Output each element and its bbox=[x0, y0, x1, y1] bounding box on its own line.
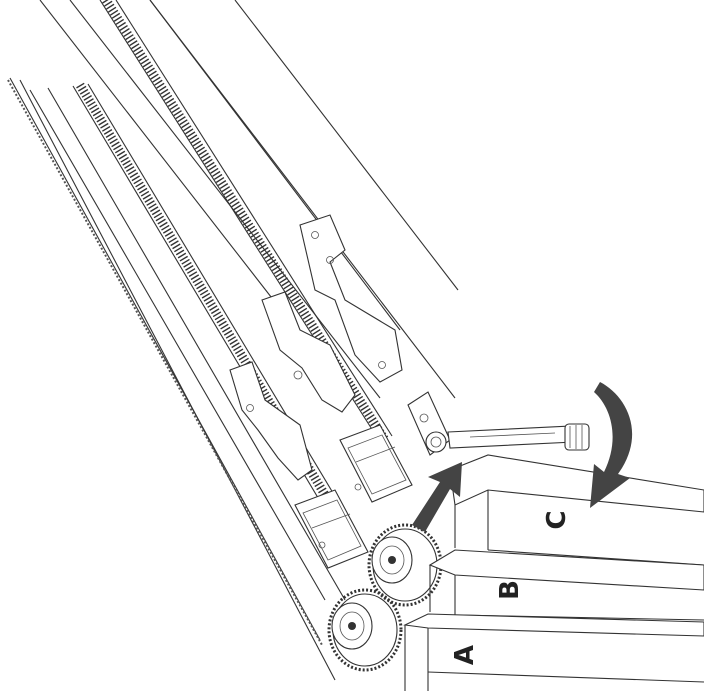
wrench-tool bbox=[447, 423, 590, 451]
block-c bbox=[449, 454, 704, 566]
end-clamp bbox=[407, 391, 451, 456]
label-c: C bbox=[542, 510, 572, 529]
carriage-lower bbox=[294, 489, 369, 569]
block-a bbox=[403, 613, 704, 691]
bracket-mid bbox=[261, 291, 356, 413]
block-b bbox=[428, 549, 704, 621]
label-b: B bbox=[495, 580, 525, 600]
rail-frame bbox=[9, 0, 459, 681]
carriage-upper bbox=[339, 424, 413, 503]
label-a: A bbox=[450, 645, 480, 665]
bracket-low bbox=[229, 361, 313, 481]
pulley-lower bbox=[327, 588, 403, 672]
push-arrow-icon bbox=[412, 462, 462, 532]
rotate-arrow-icon bbox=[590, 382, 633, 508]
bracket-top bbox=[299, 214, 403, 383]
